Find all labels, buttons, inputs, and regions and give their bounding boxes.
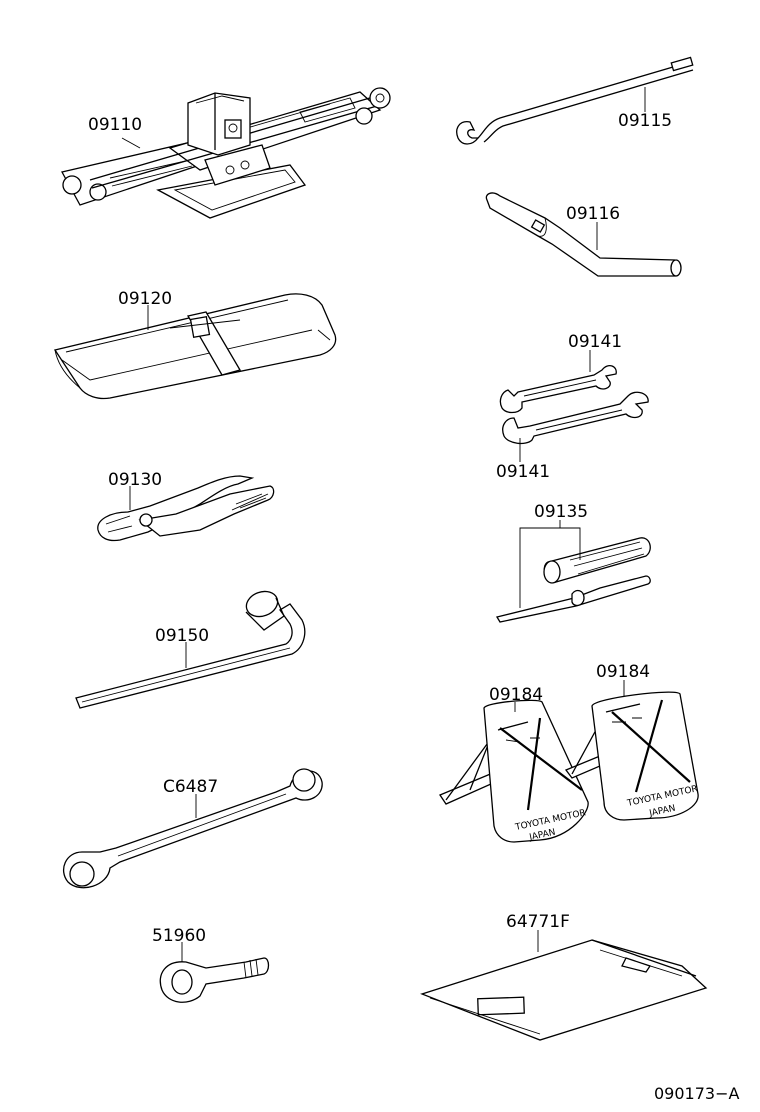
- pliers: [97, 475, 275, 542]
- label-screwdriver: 09135: [534, 502, 588, 522]
- leader-bracket: [519, 527, 581, 608]
- label-pliers: 09130: [108, 470, 162, 490]
- label-wheel-chock-right: 09184: [596, 662, 650, 682]
- wheel-chock-left: TOYOTA MOTOR JAPAN: [439, 699, 589, 843]
- label-manual-case: 64771F: [506, 912, 570, 932]
- label-spanner-lower: 09141: [496, 462, 550, 482]
- spanner-lower: [502, 391, 649, 445]
- spanner-upper: [499, 364, 617, 414]
- label-socket-wrench: 09150: [155, 626, 209, 646]
- screwdriver: [495, 537, 651, 623]
- label-wheel-chock-left: 09184: [489, 685, 543, 705]
- label-tool-bag: 09120: [118, 289, 172, 309]
- manual-case: [420, 939, 708, 1041]
- scissor-jack: [61, 87, 391, 219]
- label-spanner-upper: 09141: [568, 332, 622, 352]
- tool-bag: [53, 293, 337, 400]
- jack-handle: [456, 56, 694, 145]
- label-wheel-wrench: 09116: [566, 204, 620, 224]
- ring-wrench: [63, 768, 323, 889]
- document-code: 090173−A: [654, 1084, 739, 1103]
- socket-wrench: [75, 590, 306, 709]
- wheel-chock-right: TOYOTA MOTOR JAPAN: [564, 691, 699, 821]
- towing-eye: [159, 957, 270, 1003]
- label-jack-handle: 09115: [618, 111, 672, 131]
- label-jack: 09110: [88, 115, 142, 135]
- leader-line: [121, 137, 141, 149]
- wheel-wrench: [485, 192, 682, 277]
- label-towing-eye: 51960: [152, 926, 206, 946]
- label-ring-wrench: C6487: [163, 777, 218, 797]
